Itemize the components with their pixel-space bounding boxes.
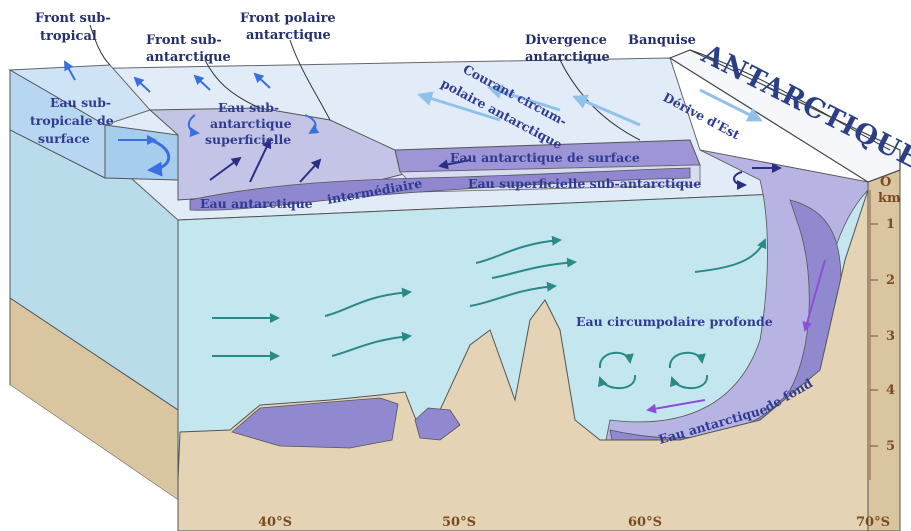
depth-label-unit: km [878, 191, 901, 206]
depth-tick-label: 5 [886, 439, 895, 454]
label-subantarctique-sup-2: antarctique [210, 116, 292, 131]
label-front-polaire-1: Front polaire [240, 11, 336, 26]
label-circumpolaire-profonde: Eau circumpolaire profonde [576, 314, 773, 329]
label-front-subtropical-2: tropical [40, 29, 97, 44]
label-subtropicale-1: Eau sub- [50, 95, 111, 110]
label-superficielle-subantarctique: Eau superficielle sub-antarctique [468, 176, 701, 191]
label-divergence-2: antarctique [525, 50, 610, 65]
label-front-subantarctique-2: antarctique [146, 50, 231, 65]
label-front-subtropical-1: Front sub- [35, 11, 111, 26]
label-intermediaire-1: Eau antarctique [200, 196, 313, 211]
label-subantarctique-sup-1: Eau sub- [218, 100, 279, 115]
latitude-label: 70°S [856, 515, 890, 530]
label-front-polaire-2: antarctique [246, 28, 331, 43]
depth-tick-label: 1 [886, 217, 895, 232]
depth-label-zero: O [880, 175, 891, 190]
depth-tick-label: 3 [886, 329, 895, 344]
label-subtropicale-2: tropicale de [30, 113, 114, 128]
latitude-label: 60°S [628, 515, 662, 530]
label-antarctique-surface: Eau antarctique de surface [450, 150, 640, 165]
latitude-label: 50°S [442, 515, 476, 530]
latitude-label: 40°S [258, 515, 292, 530]
depth-tick-label: 2 [886, 273, 895, 288]
label-front-subantarctique-1: Front sub- [146, 33, 222, 48]
label-subantarctique-sup-3: superficielle [205, 132, 291, 147]
label-banquise: Banquise [628, 33, 696, 48]
label-divergence-1: Divergence [525, 33, 607, 48]
label-subtropicale-3: surface [38, 131, 90, 146]
depth-tick-label: 4 [886, 383, 895, 398]
title-antarctique: ANTARCTIQUE [696, 38, 911, 175]
